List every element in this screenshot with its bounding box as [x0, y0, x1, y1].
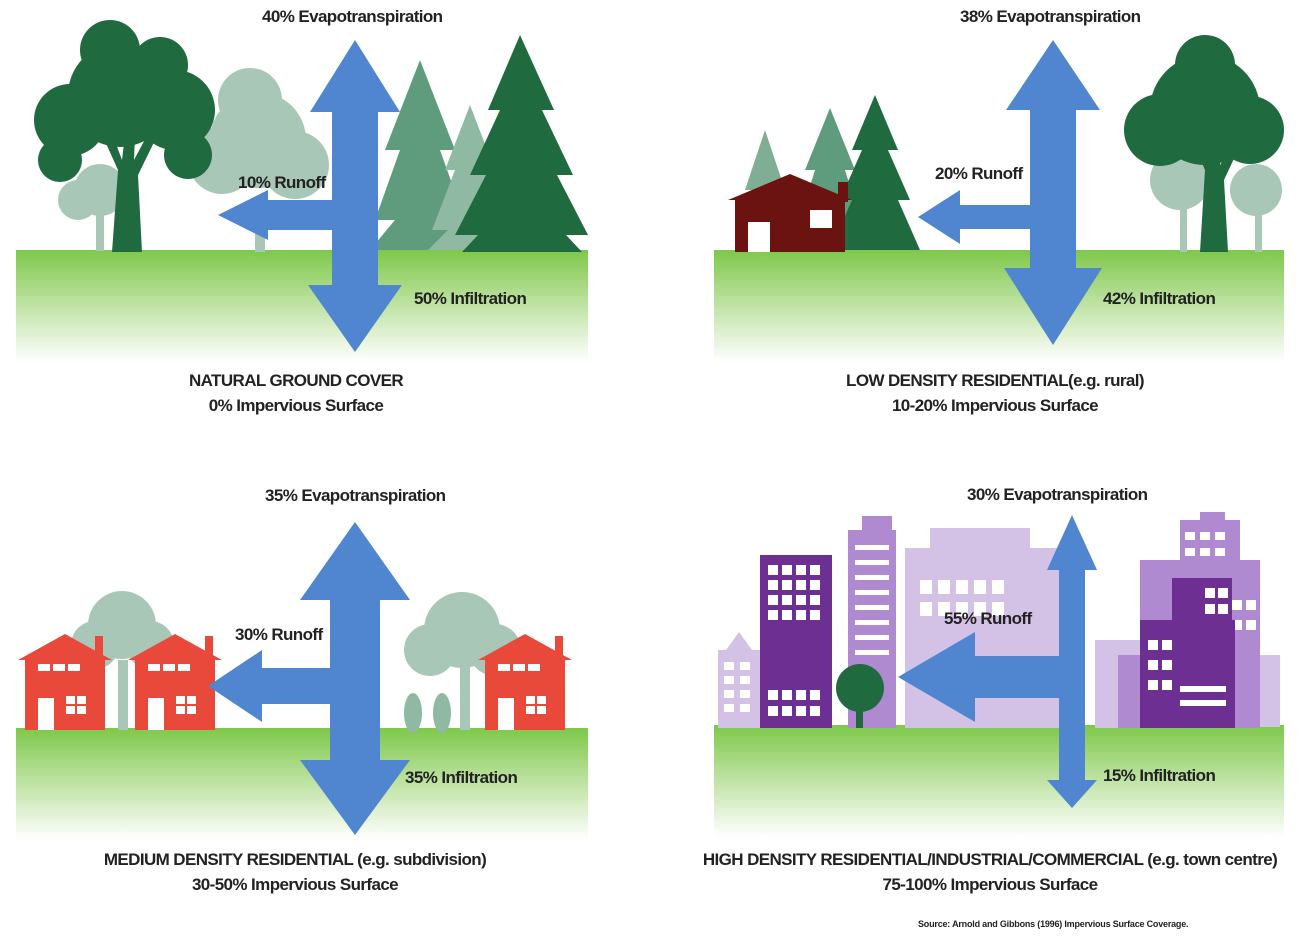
windows-mid — [855, 532, 1256, 655]
arrow-runoff — [898, 632, 1072, 722]
caption-low: LOW DENSITY RESIDENTIAL(e.g. rural) 10-2… — [820, 368, 1170, 418]
arrow-infiltration — [1047, 700, 1097, 808]
infiltration-label-medium: 35% Infiltration — [405, 768, 518, 787]
panel-low — [714, 35, 1284, 362]
arrows-medium — [208, 522, 410, 835]
tree-medium-right — [404, 592, 521, 730]
caption-title-low: LOW DENSITY RESIDENTIAL(e.g. rural) — [846, 371, 1145, 390]
caption-high: HIGH DENSITY RESIDENTIAL/INDUSTRIAL/COMM… — [680, 847, 1300, 897]
caption-title-natural: NATURAL GROUND COVER — [188, 371, 404, 390]
panel-natural — [16, 20, 588, 362]
arrows-low — [918, 40, 1102, 345]
caption-title-high: HIGH DENSITY RESIDENTIAL/INDUSTRIAL/COMM… — [702, 850, 1278, 869]
infiltration-label-natural: 50% Infiltration — [414, 289, 527, 308]
house-medium-3 — [478, 634, 572, 730]
arrow-runoff — [218, 190, 335, 240]
caption-medium: MEDIUM DENSITY RESIDENTIAL (e.g. subdivi… — [70, 847, 520, 897]
caption-title-medium: MEDIUM DENSITY RESIDENTIAL (e.g. subdivi… — [103, 850, 487, 869]
arrow-infiltration — [308, 180, 402, 352]
ground-low — [714, 250, 1284, 362]
windows-dark — [768, 565, 1228, 716]
ground-high — [714, 725, 1284, 837]
ground-natural — [16, 250, 588, 362]
tree-high-density — [836, 664, 884, 728]
windows-light — [724, 580, 1004, 712]
source-citation: Source: Arnold and Gibbons (1996) Imperv… — [918, 919, 1189, 929]
runoff-label-medium: 30% Runoff — [235, 625, 323, 644]
runoff-label-low: 20% Runoff — [935, 164, 1023, 183]
arrow-infiltration — [300, 680, 410, 835]
arrow-evapotranspiration — [1047, 515, 1097, 700]
panel-medium — [16, 522, 588, 840]
evapotranspiration-label-natural: 40% Evapotranspiration — [262, 7, 443, 26]
house-medium-1 — [18, 634, 112, 730]
arrow-evapotranspiration — [300, 522, 410, 680]
shrubs-medium — [404, 693, 451, 733]
caption-surface-natural: 0% Impervious Surface — [208, 396, 384, 415]
tree-dark-oak — [34, 20, 215, 252]
runoff-label-natural: 10% Runoff — [238, 173, 326, 192]
arrow-runoff — [208, 650, 335, 722]
arrows-natural — [218, 40, 402, 352]
arrow-evapotranspiration — [1006, 40, 1100, 200]
tree-dark-deciduous — [1124, 35, 1284, 252]
conifer-low-dark — [830, 95, 920, 250]
panel-high — [714, 512, 1284, 837]
runoff-label-high: 55% Runoff — [944, 609, 1032, 628]
caption-surface-low: 10-20% Impervious Surface — [891, 396, 1099, 415]
caption-surface-high: 75-100% Impervious Surface — [882, 875, 1099, 894]
ground-medium — [16, 728, 588, 840]
arrow-evapotranspiration — [310, 40, 400, 180]
arrow-runoff — [918, 190, 1035, 244]
infiltration-label-low: 42% Infiltration — [1103, 289, 1216, 308]
house-medium-2 — [128, 634, 222, 730]
tree-light-small — [58, 164, 126, 251]
evapotranspiration-label-low: 38% Evapotranspiration — [960, 7, 1141, 26]
arrow-infiltration — [1004, 200, 1102, 345]
evapotranspiration-label-medium: 35% Evapotranspiration — [265, 486, 446, 505]
infiltration-label-high: 15% Infiltration — [1103, 766, 1216, 785]
arrows-high — [898, 515, 1097, 808]
caption-surface-medium: 30-50% Impervious Surface — [191, 875, 399, 894]
conifer-dark — [455, 35, 588, 252]
house-low-density — [728, 174, 852, 252]
caption-natural: NATURAL GROUND COVER 0% Impervious Surfa… — [150, 368, 442, 418]
evapotranspiration-label-high: 30% Evapotranspiration — [967, 485, 1148, 504]
